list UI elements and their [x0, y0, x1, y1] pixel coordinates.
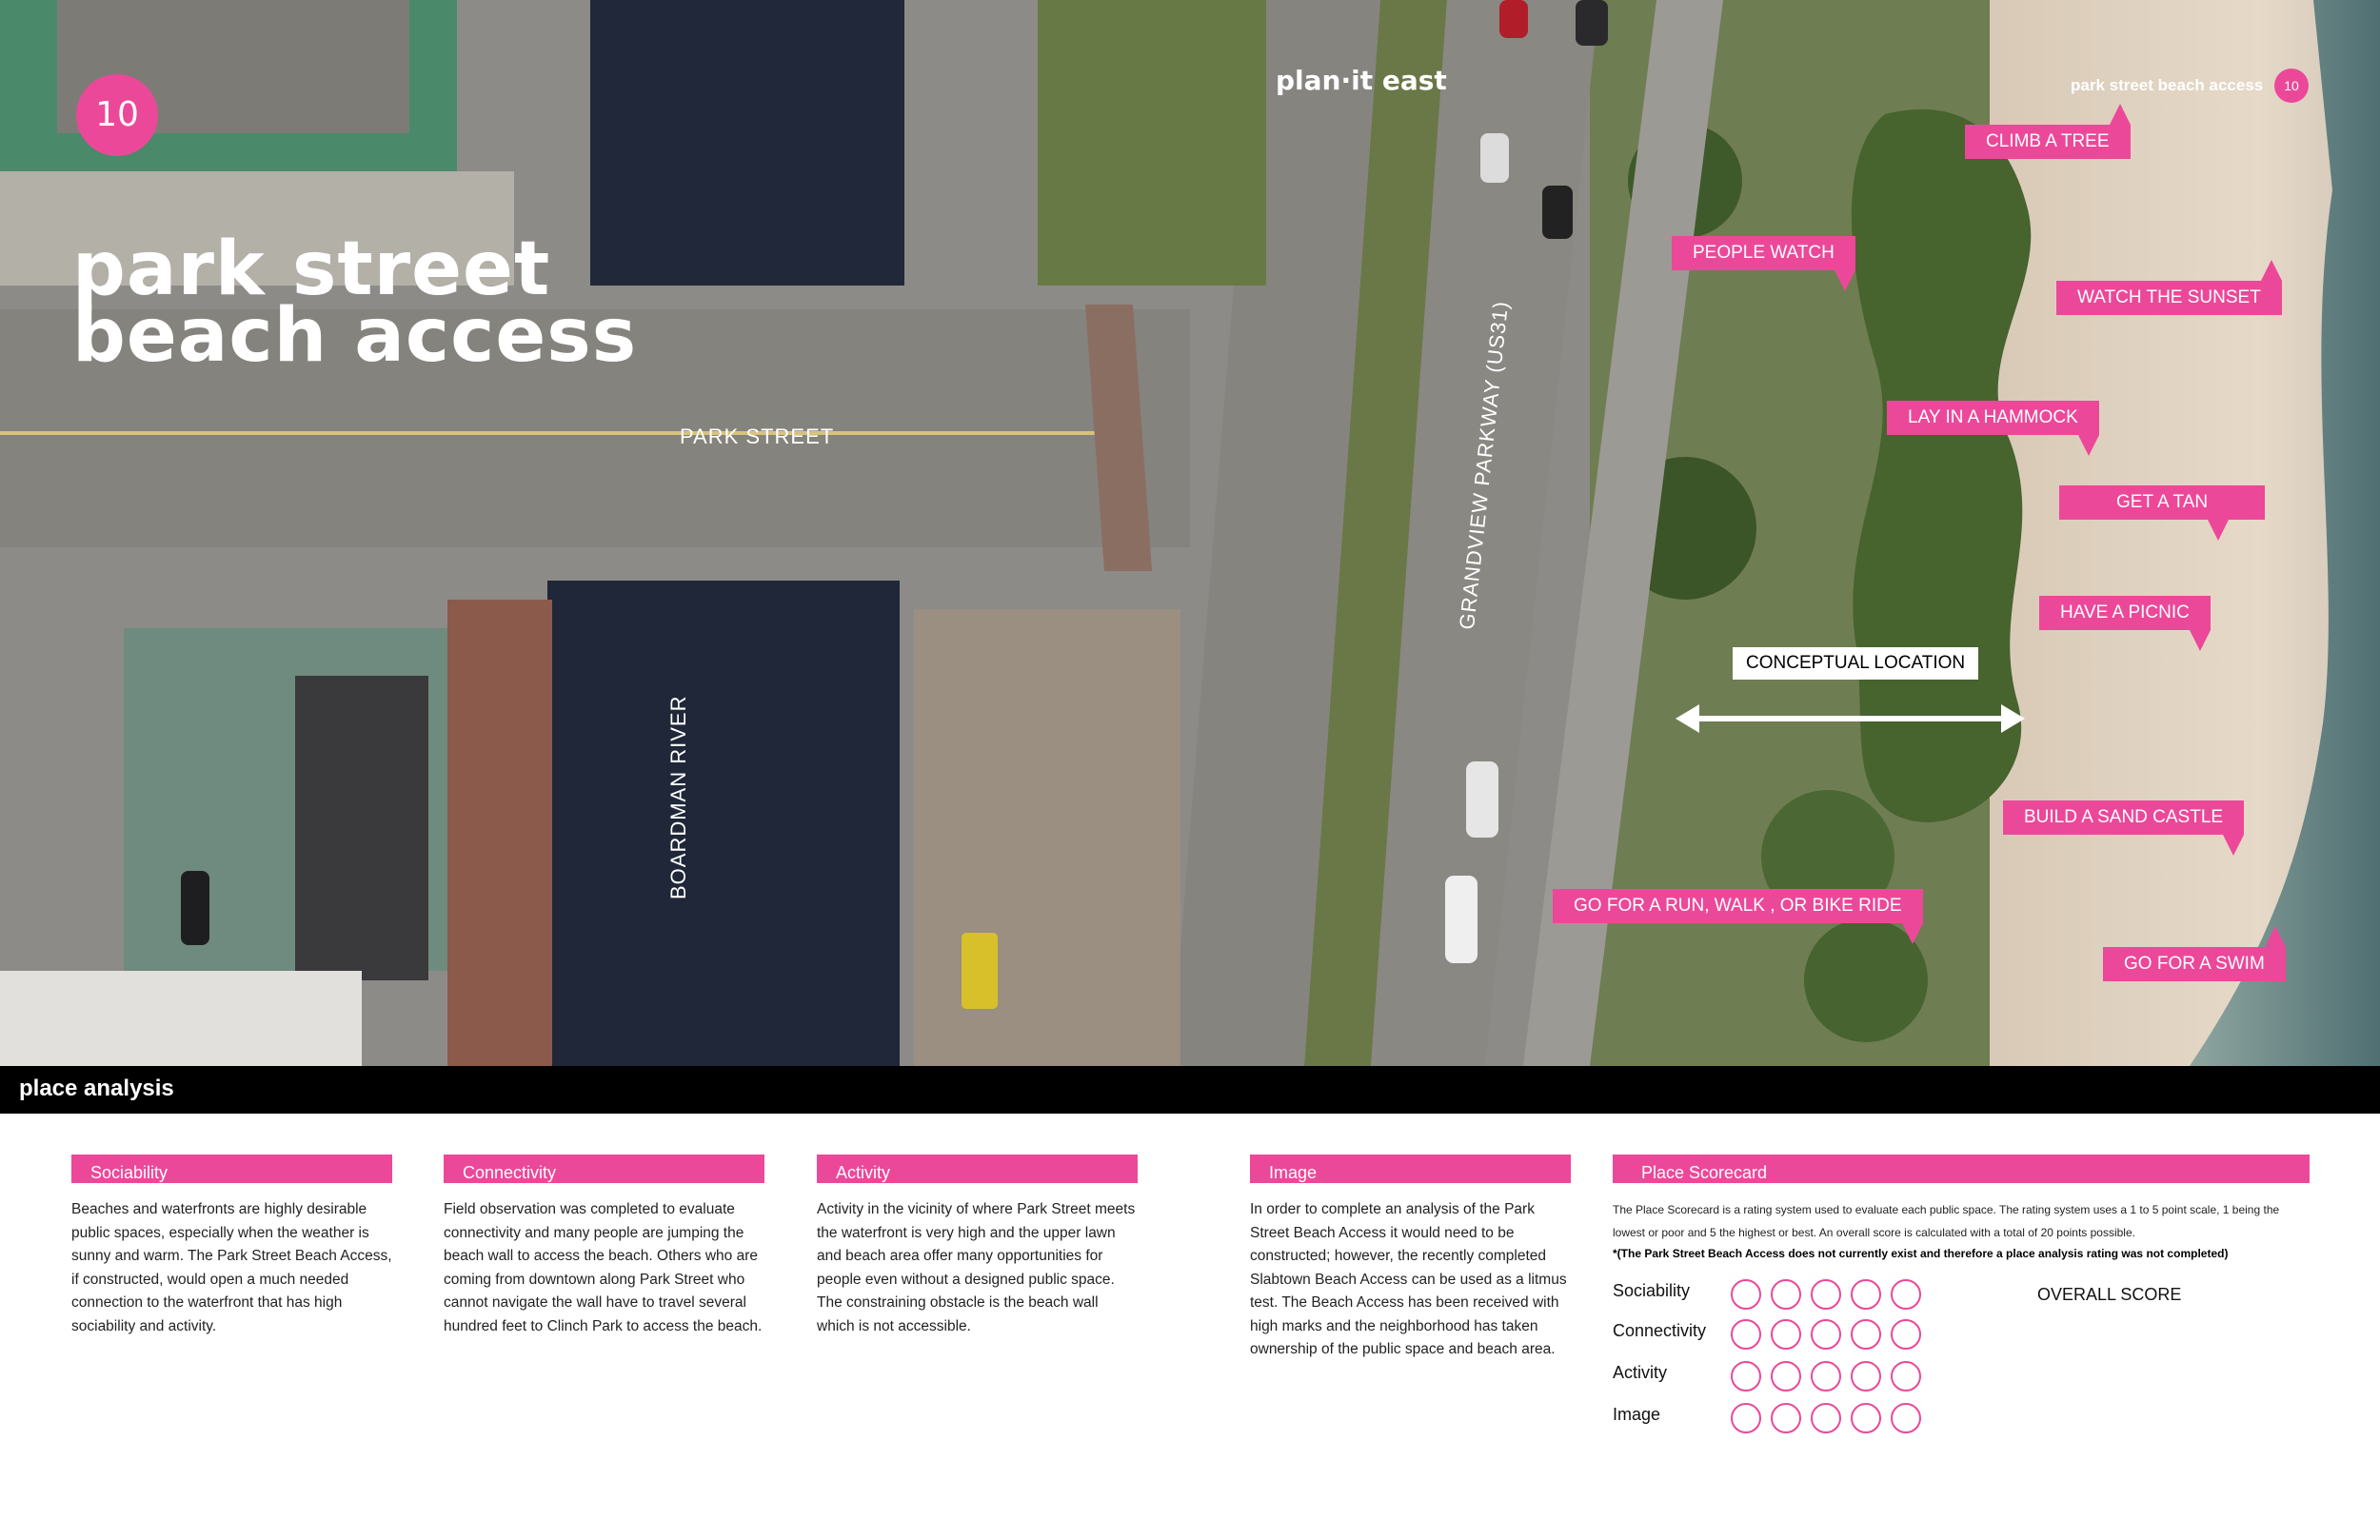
brand-logo: plan·it east: [1276, 65, 1447, 96]
activity-pin-get-a-tan: GET A TAN: [2059, 485, 2266, 541]
connectivity-text: Field observation was completed to evalu…: [444, 1201, 763, 1334]
rating-circle-1[interactable]: [1731, 1361, 1761, 1392]
location-arrow: [1676, 704, 2025, 733]
activity-pin-run-walk-bike: GO FOR A RUN, WALK , OR BIKE RIDE: [1553, 889, 1923, 944]
rating-circle-3[interactable]: [1811, 1319, 1841, 1350]
rating-circle-3[interactable]: [1811, 1361, 1841, 1392]
rating-circle-5[interactable]: [1891, 1403, 1921, 1433]
activity-pin-lay-in-a-hammock: LAY IN A HAMMOCK: [1887, 401, 2099, 456]
rating-circle-2[interactable]: [1771, 1319, 1801, 1350]
rating-circle-4[interactable]: [1851, 1319, 1881, 1350]
header-page-badge: 10: [2274, 69, 2309, 103]
rating-label: Sociability: [1613, 1281, 1691, 1300]
rating-label: Activity: [1613, 1363, 1668, 1382]
section-title: place analysis: [19, 1076, 174, 1101]
rating-circle-3[interactable]: [1811, 1279, 1841, 1310]
section-band: place analysis: [0, 1066, 2380, 1114]
activity-pin-people-watch: PEOPLE WATCH: [1672, 236, 1855, 291]
conceptual-location-label: CONCEPTUAL LOCATION: [1733, 647, 1979, 680]
rating-circle-2[interactable]: [1771, 1403, 1801, 1433]
aerial-photo: [0, 0, 2380, 1066]
rating-circle-1[interactable]: [1731, 1319, 1761, 1350]
activity-pin-climb-a-tree: CLIMB A TREE: [1965, 104, 2131, 159]
image-text: In order to complete an analysis of the …: [1250, 1201, 1567, 1357]
rating-circle-4[interactable]: [1851, 1361, 1881, 1392]
sociability-column: Sociability Beaches and waterfronts are …: [71, 1155, 392, 1338]
activity-pin-build-a-sand-castle: BUILD A SAND CASTLE: [2003, 800, 2245, 856]
activity-column: Activity Activity in the vicinity of whe…: [817, 1155, 1138, 1338]
sociability-text: Beaches and waterfronts are highly desir…: [71, 1201, 392, 1334]
connectivity-heading: Connectivity: [444, 1155, 764, 1183]
rating-circle-4[interactable]: [1851, 1279, 1881, 1310]
activity-heading: Activity: [817, 1155, 1138, 1183]
activity-pin-have-a-picnic: HAVE A PICNIC: [2039, 596, 2211, 651]
aerial-map: 10 plan·it east park street beach access…: [0, 0, 2380, 1066]
rating-circle-5[interactable]: [1891, 1361, 1921, 1392]
scorecard-note: *(The Park Street Beach Access does not …: [1613, 1247, 2229, 1260]
title-line-1: park street: [72, 227, 551, 312]
title-line-2: beach access: [72, 293, 638, 379]
sociability-heading: Sociability: [71, 1155, 392, 1183]
rating-label: Image: [1613, 1405, 1661, 1424]
page-number-badge: 10: [76, 74, 158, 156]
scorecard-description: The Place Scorecard is a rating system u…: [1613, 1203, 2280, 1239]
activity-pin-watch-the-sunset: WATCH THE SUNSET: [2056, 260, 2282, 315]
activity-text: Activity in the vicinity of where Park S…: [817, 1201, 1136, 1334]
connectivity-column: Connectivity Field observation was compl…: [444, 1155, 764, 1338]
rating-circle-3[interactable]: [1811, 1403, 1841, 1433]
header-title: park street beach access: [2071, 76, 2264, 94]
rating-circle-2[interactable]: [1771, 1279, 1801, 1310]
rating-circle-1[interactable]: [1731, 1403, 1761, 1433]
rating-label: Connectivity: [1613, 1321, 1707, 1340]
scorecard-heading: Place Scorecard: [1613, 1155, 2310, 1183]
rating-circle-1[interactable]: [1731, 1279, 1761, 1310]
page-title: park street beach access: [72, 227, 638, 379]
park-street-label: PARK STREET: [680, 424, 835, 448]
overall-score-label: OVERALL SCORE: [2037, 1285, 2182, 1304]
activity-pin-go-for-a-swim: GO FOR A SWIM: [2103, 926, 2286, 981]
place-scorecard: Place Scorecard The Place Scorecard is a…: [1613, 1155, 2310, 1263]
rating-circle-2[interactable]: [1771, 1361, 1801, 1392]
image-column: Image In order to complete an analysis o…: [1250, 1155, 1571, 1362]
rating-circle-5[interactable]: [1891, 1279, 1921, 1310]
rating-circle-4[interactable]: [1851, 1403, 1881, 1433]
image-heading: Image: [1250, 1155, 1571, 1183]
rating-circle-5[interactable]: [1891, 1319, 1921, 1350]
scorecard-ratings: Sociability Connectivity Activity Image: [1613, 1279, 1993, 1441]
